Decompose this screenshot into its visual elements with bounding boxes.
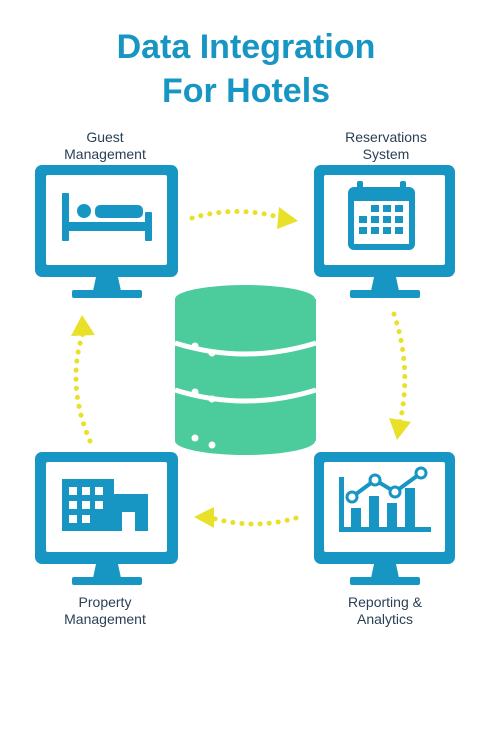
bar-line-chart-icon: [339, 466, 431, 532]
arrow-reservations-to-reporting: [389, 311, 411, 440]
property-label-line-2: Management: [64, 611, 146, 627]
reporting-analytics-label: Reporting & Analytics: [295, 594, 475, 628]
calendar-icon: [348, 181, 415, 250]
property-management-monitor: [35, 452, 178, 585]
reporting-label-line-1: Reporting &: [348, 594, 422, 610]
reservations-system-monitor: [314, 165, 455, 298]
reservations-label-line-1: Reservations: [345, 129, 427, 145]
hotel-building-icon: [62, 479, 148, 531]
bed-icon: [62, 193, 152, 241]
arrow-guest-to-reservations: [189, 207, 298, 229]
property-management-label: Property Management: [15, 594, 195, 628]
arrow-property-to-guest: [71, 315, 95, 444]
guest-label-line-1: Guest: [86, 129, 124, 145]
guest-management-monitor: [35, 165, 178, 298]
guest-label-line-2: Management: [64, 146, 146, 162]
reservations-label-line-2: System: [362, 146, 410, 162]
reservations-system-label: Reservations System: [296, 129, 476, 163]
guest-management-label: Guest Management: [15, 129, 195, 163]
page-title-line-1: Data Integration: [116, 28, 376, 66]
arrow-reporting-to-property: [194, 507, 299, 528]
property-label-line-1: Property: [78, 594, 132, 610]
database-icon: [174, 285, 317, 455]
page-title-line-2: For Hotels: [161, 72, 331, 110]
reporting-analytics-monitor: [314, 452, 455, 585]
reporting-label-line-2: Analytics: [356, 611, 414, 627]
